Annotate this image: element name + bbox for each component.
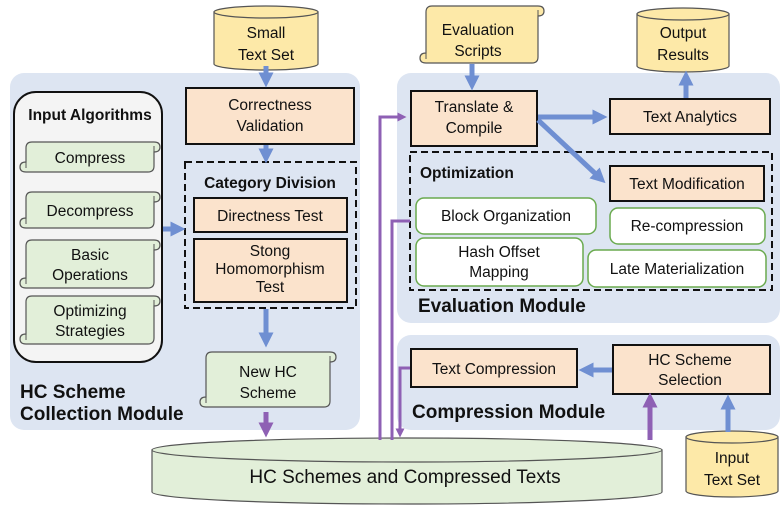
category-division-title: Category Division	[204, 175, 336, 192]
homomorphism-test-box	[193, 238, 348, 303]
text-analytics-box	[609, 98, 771, 135]
block-organization-label: Block Organization	[441, 208, 571, 225]
directness-test-box	[193, 197, 348, 233]
algorithm-item-label: Compress	[55, 150, 126, 167]
arrow-storage-to-optimization	[390, 219, 410, 440]
storage-label: HC Schemes and Compressed Texts	[249, 467, 560, 488]
input-algorithms-title: Input Algorithms	[28, 107, 151, 124]
translate-compile-box	[410, 90, 538, 147]
purple-flow-arrows	[258, 112, 658, 440]
compression-module-title: Compression Module	[412, 402, 605, 423]
directness-test-label: Directness Test	[217, 208, 323, 225]
blue-flow-arrows	[163, 64, 736, 432]
translate-compile-label: Translate &Compile	[435, 99, 514, 137]
re-compression-box	[609, 207, 766, 245]
block-organization-box	[415, 197, 597, 235]
text-modification-box	[609, 165, 765, 202]
correctness-validation-box	[185, 87, 355, 145]
late-materialization-label: Late Materialization	[610, 261, 744, 278]
arrow-compression-to-storage	[395, 366, 410, 438]
text-compression-box	[410, 348, 578, 388]
algorithm-item-2: Decompress	[19, 191, 161, 229]
arrow-storage-to-translate	[378, 112, 407, 440]
algorithm-item-label: Decompress	[47, 203, 134, 220]
arrow-translate-to-modification	[536, 118, 606, 184]
scheme-selection-box	[612, 344, 771, 395]
text-modification-label: Text Modification	[629, 176, 744, 193]
re-compression-label: Re-compression	[631, 218, 744, 235]
text-analytics-label: Text Analytics	[643, 109, 737, 126]
late-materialization-box	[587, 249, 767, 288]
storage-cylinder: HC Schemes and Compressed Texts	[151, 437, 663, 505]
optimization-title: Optimization	[420, 165, 514, 182]
hash-offset-mapping-box	[415, 237, 584, 287]
text-compression-label: Text Compression	[432, 361, 556, 378]
algorithm-item-1: Compress	[19, 141, 161, 173]
evaluation-module-title: Evaluation Module	[418, 296, 586, 317]
